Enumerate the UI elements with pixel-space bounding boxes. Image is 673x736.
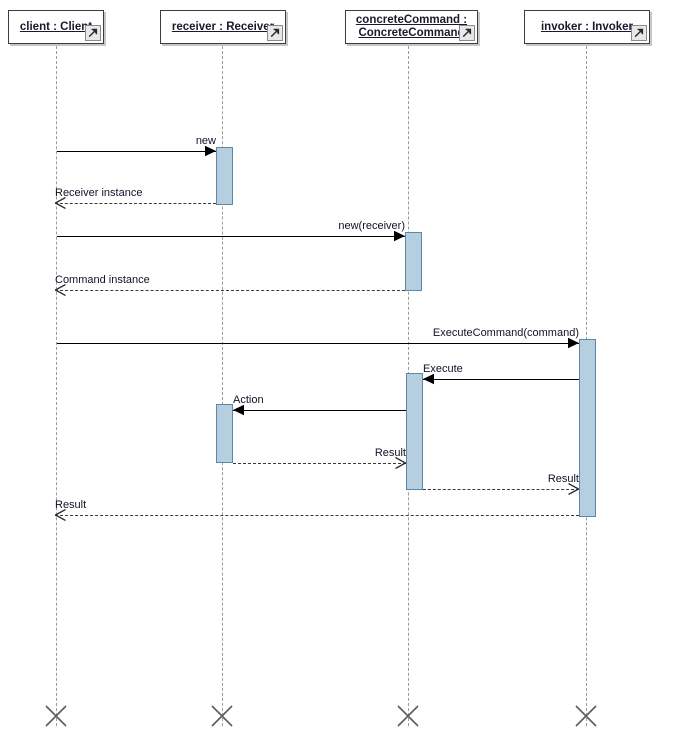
lifeline-client xyxy=(56,46,57,726)
message-line xyxy=(55,515,579,516)
message-label: Action xyxy=(233,394,264,406)
activation-bar-concreteCommand xyxy=(405,232,422,291)
message-label: Command instance xyxy=(55,274,150,286)
destruction-marker-concreteCommand xyxy=(396,704,420,728)
message-line xyxy=(55,290,405,291)
call-arrowhead-icon xyxy=(233,404,244,416)
message-label: ExecuteCommand(command) xyxy=(432,327,579,339)
lifeline-header-concreteCommand[interactable]: concreteCommand : ConcreteCommand xyxy=(345,10,478,44)
lifeline-header-label: receiver : Receiver xyxy=(171,20,275,33)
message-line xyxy=(57,151,216,152)
call-arrowhead-icon xyxy=(423,373,434,385)
external-link-icon[interactable] xyxy=(631,25,647,41)
return-arrowhead-icon xyxy=(55,509,66,521)
message-label: new xyxy=(195,135,216,147)
message-label: Result xyxy=(547,473,579,485)
call-arrowhead-icon xyxy=(568,337,579,349)
activation-bar-receiver xyxy=(216,404,233,463)
activation-bar-invoker xyxy=(579,339,596,517)
message-label: Execute xyxy=(423,363,463,375)
message-line xyxy=(233,410,406,411)
return-arrowhead-icon xyxy=(568,483,579,495)
destruction-marker-client xyxy=(44,704,68,728)
lifeline-header-client[interactable]: client : Client xyxy=(8,10,104,44)
message-label: Result xyxy=(374,447,406,459)
message-label: new(receiver) xyxy=(338,220,405,232)
external-link-icon[interactable] xyxy=(459,25,475,41)
lifeline-header-invoker[interactable]: invoker : Invoker xyxy=(524,10,650,44)
lifeline-header-label: concreteCommand : ConcreteCommand xyxy=(355,14,468,39)
external-link-icon[interactable] xyxy=(267,25,283,41)
message-line xyxy=(57,236,405,237)
lifeline-header-label: invoker : Invoker xyxy=(540,20,634,33)
destruction-marker-receiver xyxy=(210,704,234,728)
lifeline-receiver xyxy=(222,46,223,726)
call-arrowhead-icon xyxy=(205,145,216,157)
activation-bar-concreteCommand xyxy=(406,373,423,490)
message-label: Receiver instance xyxy=(55,187,143,199)
lifeline-header-receiver[interactable]: receiver : Receiver xyxy=(160,10,286,44)
activation-bar-receiver xyxy=(216,147,233,205)
lifeline-header-label: client : Client xyxy=(19,20,93,33)
destruction-marker-invoker xyxy=(574,704,598,728)
return-arrowhead-icon xyxy=(55,197,66,209)
call-arrowhead-icon xyxy=(394,230,405,242)
message-line xyxy=(57,343,579,344)
message-label: Result xyxy=(55,499,87,511)
return-arrowhead-icon xyxy=(55,284,66,296)
external-link-icon[interactable] xyxy=(85,25,101,41)
message-line xyxy=(233,463,406,464)
message-line xyxy=(55,203,216,204)
message-line xyxy=(423,489,579,490)
message-line xyxy=(423,379,579,380)
return-arrowhead-icon xyxy=(395,457,406,469)
